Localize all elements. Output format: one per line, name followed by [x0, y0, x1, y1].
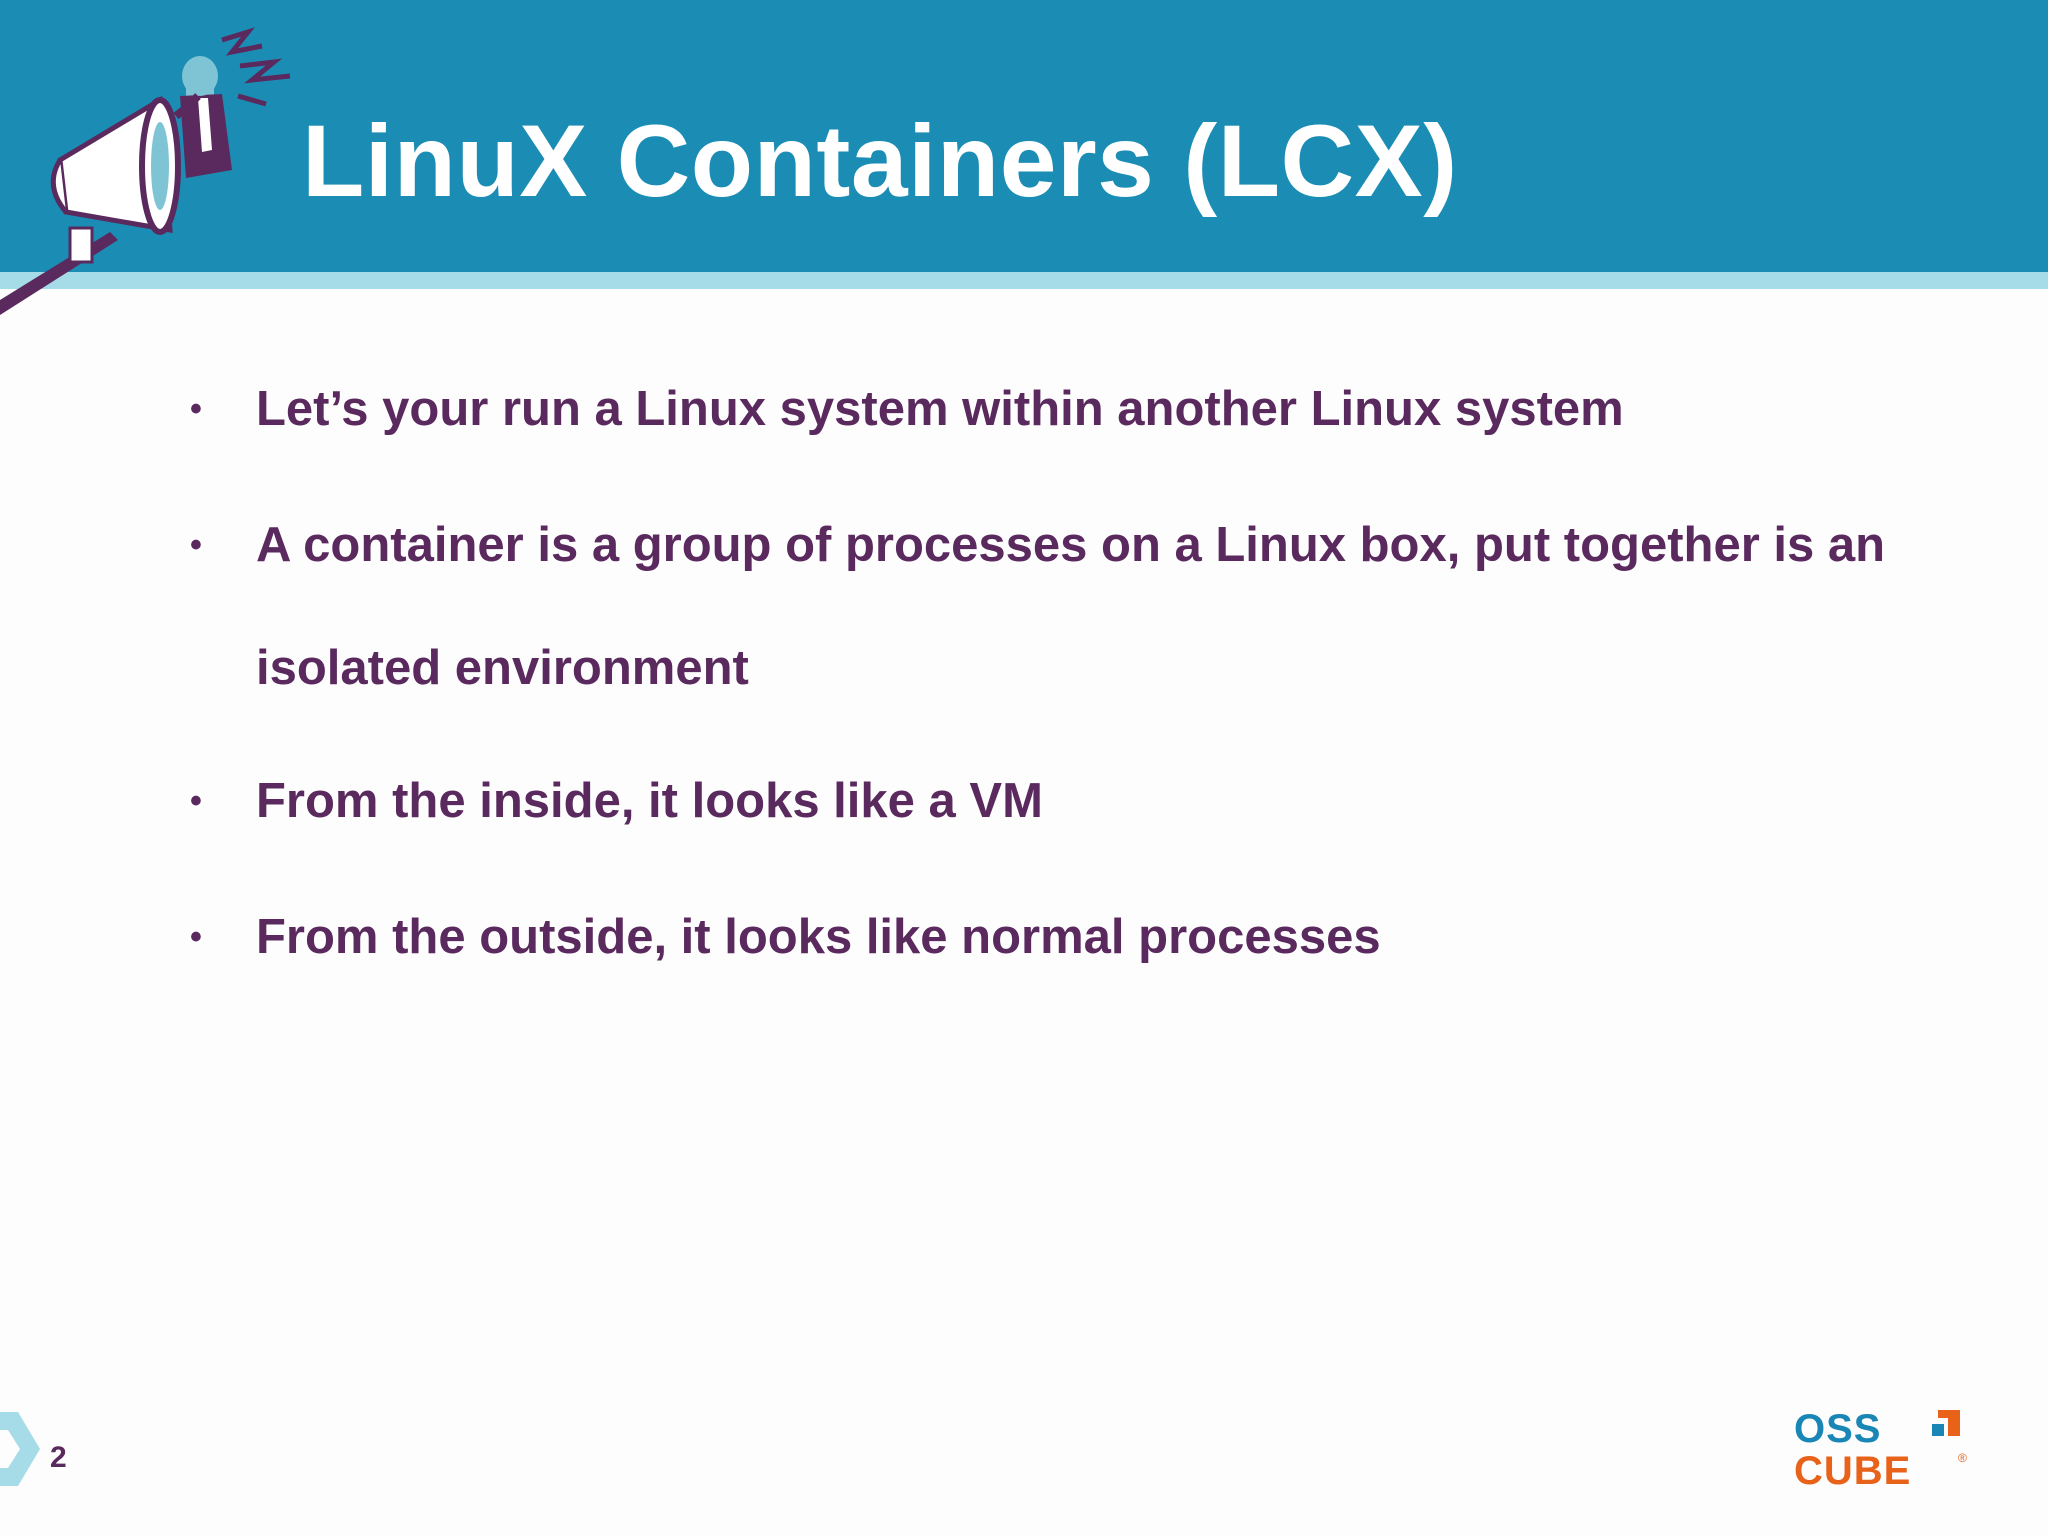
bullet-text: Let’s your run a Linux system within ano…	[256, 382, 1624, 436]
bullet-marker: •	[190, 526, 202, 564]
bullet-text: A container is a group of processes on a…	[256, 518, 1886, 695]
bullet-item: • A container is a group of processes on…	[190, 484, 1910, 730]
bullet-text: From the inside, it looks like a VM	[256, 774, 1043, 828]
bullet-marker: •	[190, 390, 202, 428]
page-number: 2	[50, 1441, 67, 1474]
bullet-item: • Let’s your run a Linux system within a…	[190, 348, 1910, 471]
logo-line1: OSS	[1794, 1407, 1881, 1451]
logo-mark: ®	[1958, 1451, 1967, 1465]
header-band	[0, 0, 2048, 272]
megaphone-person-icon	[0, 27, 291, 315]
bullet-text: From the outside, it looks like normal p…	[256, 910, 1381, 964]
logo-line2: CUBE	[1794, 1449, 1911, 1490]
bullet-item: • From the outside, it looks like normal…	[190, 876, 1910, 999]
bullet-item: • From the inside, it looks like a VM	[190, 740, 1910, 863]
chevron-corner-icon	[0, 1412, 40, 1486]
bullet-marker: •	[190, 782, 202, 820]
header-stripe	[0, 272, 2048, 289]
bullet-marker: •	[190, 918, 202, 956]
slide-title: LinuX Containers (LCX)	[302, 104, 1458, 218]
osscube-logo: OSS CUBE ®	[1794, 1407, 1967, 1490]
